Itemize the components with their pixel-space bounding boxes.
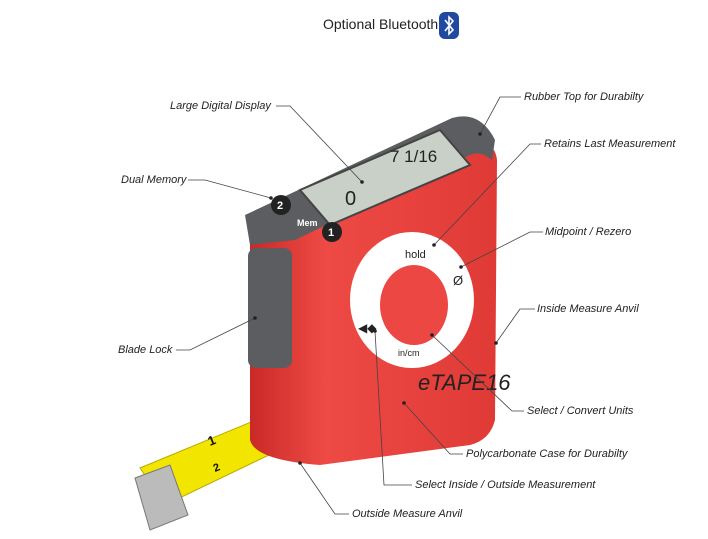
header-title: Optional Bluetooth [323, 16, 439, 32]
tape-mark-2: 2 [212, 461, 222, 474]
callout-inside-measure-anvil: Inside Measure Anvil [537, 303, 639, 315]
callout-blade-lock: Blade Lock [118, 344, 173, 356]
svg-text:2: 2 [277, 200, 283, 212]
device-body: 7 1/16 0 2 1 Mem hold in/cm Ø ◀◆ eTAPE16 [245, 116, 511, 465]
callout-large-digital-display: Large Digital Display [170, 100, 271, 112]
callout-rubber-top: Rubber Top for Durabilty [524, 91, 644, 103]
blade-lock-button[interactable] [248, 248, 292, 368]
units-button[interactable]: in/cm [398, 348, 420, 358]
mem2-button[interactable] [271, 195, 291, 215]
bluetooth-icon [439, 12, 459, 39]
callout-select-inside-outside: Select Inside / Outside Measurement [415, 479, 596, 491]
svg-text:1: 1 [328, 227, 334, 239]
measure-button[interactable] [380, 265, 448, 345]
hold-button[interactable]: hold [405, 249, 426, 261]
leader-lines [176, 96, 543, 515]
callout-outside-measure-anvil: Outside Measure Anvil [352, 508, 463, 520]
callout-polycarbonate-case: Polycarbonate Case for Durabilty [466, 448, 628, 460]
display-top: 7 1/16 [390, 147, 437, 166]
callout-midpoint-rezero: Midpoint / Rezero [545, 226, 632, 238]
brand-logo: eTAPE16 [418, 370, 511, 395]
zero-button[interactable]: Ø [453, 273, 463, 288]
callout-retains-last-measurement: Retains Last Measurement [544, 138, 676, 150]
inside-outside-button[interactable]: ◀◆ [358, 321, 377, 335]
callout-select-convert-units: Select / Convert Units [527, 405, 634, 417]
display-bottom: 0 [345, 188, 356, 210]
lcd-display [298, 128, 472, 227]
mem-label: Mem [297, 218, 318, 228]
callout-dual-memory: Dual Memory [121, 174, 187, 186]
mem1-button[interactable] [322, 222, 342, 242]
